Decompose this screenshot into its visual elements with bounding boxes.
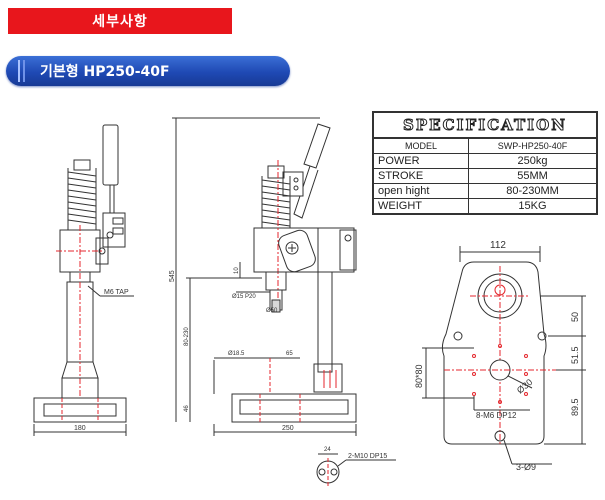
- ram-dia2-label: Ø50: [266, 308, 278, 314]
- spec-row: WEIGHT 15KG: [374, 198, 596, 213]
- total-height: 545: [169, 270, 176, 282]
- model-label: 기본형 HP250-40F: [40, 64, 170, 80]
- spec-value: 55MM: [468, 168, 596, 184]
- ram-dia-label: Ø15 P20: [232, 294, 256, 300]
- spec-row: open hight 80-230MM: [374, 183, 596, 199]
- ram-stroke-dim: 10: [234, 267, 240, 274]
- plan-view: 112 Ø30 8-M6 DP12 80*80: [414, 240, 586, 472]
- spec-title: SPECIFICATION: [374, 113, 596, 139]
- spec-label: WEIGHT: [374, 198, 469, 213]
- plan-width: 112: [490, 240, 506, 251]
- spec-table: SPECIFICATION MODEL SWP-HP250-40F POWER …: [372, 111, 598, 215]
- front-base-width: 250: [282, 425, 294, 432]
- tap-label: M6 TAP: [104, 289, 129, 296]
- inner-right-dim: 65: [286, 351, 293, 357]
- spec-label: POWER: [374, 153, 469, 169]
- side-base-width: 180: [74, 425, 86, 432]
- detail-hole-label: 2-M10 DP15: [348, 453, 387, 460]
- inner-left-dim: Ø18.5: [228, 351, 245, 357]
- spec-header-value: SWP-HP250-40F: [497, 141, 568, 151]
- side-view: M6 TAP 180: [33, 124, 134, 436]
- section-title: 세부사항: [92, 14, 148, 30]
- spec-header-label: MODEL: [374, 139, 469, 154]
- spec-label: open hight: [374, 183, 469, 199]
- hole-label: 3-Ø9: [516, 462, 536, 472]
- spec-row: POWER 250kg: [374, 153, 596, 169]
- front-spring: [261, 176, 291, 232]
- front-view: 545 10 Ø15 P20 Ø50: [169, 117, 357, 436]
- spring: [67, 168, 97, 230]
- spec-row: STROKE 55MM: [374, 168, 596, 184]
- detail-width: 24: [324, 447, 331, 453]
- base-height: 46: [184, 405, 190, 412]
- open-range: 80-230: [184, 327, 190, 346]
- spec-value: 80-230MM: [468, 183, 596, 199]
- spec-value: 250kg: [468, 153, 596, 169]
- dim-51-5: 51.5: [570, 346, 580, 364]
- spec-header-row: MODEL SWP-HP250-40F: [374, 139, 596, 154]
- dim-89-5: 89.5: [570, 398, 580, 416]
- spec-value: 15KG: [468, 198, 596, 213]
- model-tab: 기본형 HP250-40F: [6, 56, 290, 86]
- bolt-label: 8-M6 DP12: [476, 411, 517, 420]
- section-banner: 세부사항: [8, 8, 232, 34]
- dim-50: 50: [570, 312, 580, 322]
- ram-bottom-detail: 24 2-M10 DP15: [316, 447, 396, 486]
- spec-label: STROKE: [374, 168, 469, 184]
- square-dim: 80*80: [414, 364, 424, 388]
